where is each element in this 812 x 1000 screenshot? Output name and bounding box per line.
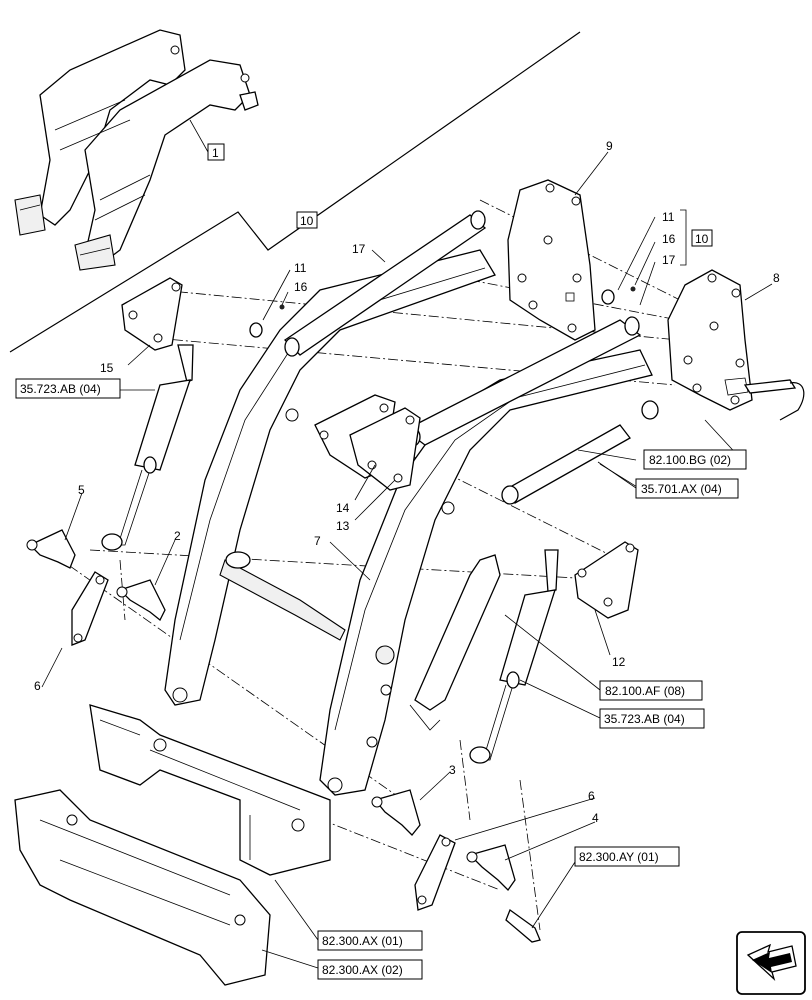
item-label-11-left: 11 <box>294 261 307 275</box>
item-label-17-right: 17 <box>662 253 676 267</box>
ref-82-300-ax-01: 82.300.AX (01) <box>322 934 403 948</box>
ref-82-100-af: 82.100.AF (08) <box>605 684 685 698</box>
link-6-left <box>71 571 109 646</box>
ref-box-35-701-ax <box>635 478 739 499</box>
linkage-rod <box>409 554 501 731</box>
leader-lines <box>41 151 773 969</box>
bracket-9 <box>507 179 596 341</box>
link-3 <box>371 789 421 836</box>
item-label-4: 4 <box>592 811 599 825</box>
ref-box-82-300-ax-02 <box>317 959 423 980</box>
link-5 <box>26 529 76 569</box>
ref-box-35-723-ab-left <box>15 378 121 399</box>
item-label-17-left: 17 <box>352 242 366 256</box>
ref-box-35-723-ab-right <box>599 708 705 729</box>
arrow-previous-icon[interactable] <box>736 931 806 995</box>
item-label-6-left: 6 <box>34 679 41 693</box>
item-label-15: 15 <box>100 361 114 375</box>
pin-with-handle <box>743 379 805 421</box>
item-label-8: 8 <box>773 271 780 285</box>
item-label-7: 7 <box>314 534 321 548</box>
ref-82-100-bg: 82.100.BG (02) <box>649 453 731 467</box>
mounting-frame-lower <box>14 789 271 986</box>
ref-35-723-ab-left: 35.723.AB (04) <box>20 382 101 396</box>
item-group-bracket <box>680 209 687 266</box>
item-1-box <box>207 143 225 161</box>
cross-tube-17 <box>283 210 487 357</box>
plate-12 <box>574 541 639 619</box>
item-label-1: 1 <box>212 146 219 160</box>
item-label-9: 9 <box>606 139 613 153</box>
item-labels: 9 8 10 10 11 16 17 17 11 16 15 14 13 7 1… <box>34 139 780 825</box>
view-separator-line <box>9 31 581 353</box>
item-label-16-right: 16 <box>662 232 676 246</box>
cylinder-left <box>101 344 194 551</box>
cylinder-right <box>469 549 559 764</box>
bracket-8 <box>667 269 753 411</box>
ref-82-300-ax-02: 82.300.AX (02) <box>322 963 403 977</box>
loader-arm-left <box>164 249 496 706</box>
mounting-frame-upper <box>89 704 331 876</box>
item-label-11-right: 11 <box>662 210 675 224</box>
link-4 <box>466 844 516 892</box>
item-label-13: 13 <box>336 519 350 533</box>
cylinder-bucket <box>501 400 659 505</box>
item-label-10-right: 10 <box>695 232 709 246</box>
ref-box-82-300-ay <box>574 846 680 867</box>
reference-boxes: 35.723.AB (04) 82.100.BG (02) 35.701.AX … <box>15 378 747 980</box>
item-label-5: 5 <box>78 483 85 497</box>
item-10-box-right <box>691 229 713 247</box>
item-label-16-left: 16 <box>294 280 308 294</box>
item-label-2: 2 <box>174 529 181 543</box>
item-10-box-left <box>296 211 318 229</box>
ref-35-723-ab-right: 35.723.AB (04) <box>604 712 685 726</box>
loader-overview-illustration: 1 <box>14 29 259 271</box>
ref-35-701-ax: 35.701.AX (04) <box>641 482 722 496</box>
ref-box-82-300-ax-01 <box>317 930 423 951</box>
link-2 <box>116 579 166 622</box>
item-label-3: 3 <box>449 763 456 777</box>
ref-box-82-100-bg <box>643 449 747 470</box>
bolt-82-300-ay <box>505 908 541 943</box>
item-label-6-right: 6 <box>588 789 595 803</box>
plates-13-14 <box>314 394 421 491</box>
link-6-right <box>414 834 456 911</box>
item-label-10-left: 10 <box>300 214 314 228</box>
ref-82-300-ay: 82.300.AY (01) <box>579 850 659 864</box>
loader-arm-right <box>319 349 653 796</box>
item-label-12: 12 <box>612 655 626 669</box>
item-label-14: 14 <box>336 501 350 515</box>
plate-15 <box>121 277 183 351</box>
ref-box-82-100-af <box>599 680 703 701</box>
